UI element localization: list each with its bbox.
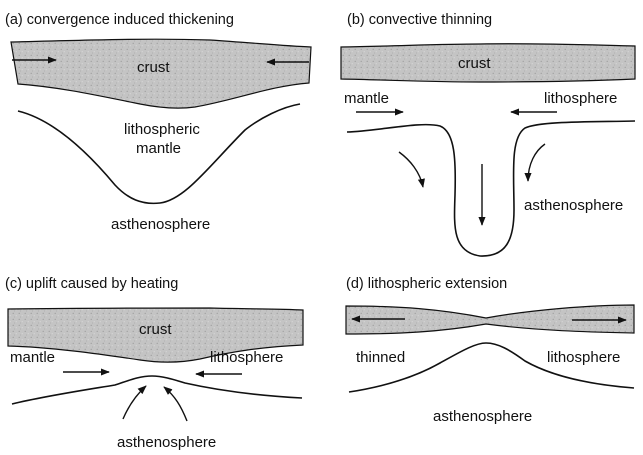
panel-c-lithosphere-label: lithosphere [210,349,283,366]
panel-c-left-upwelling-arrow [123,386,146,419]
panel-c-lithosphere-base-line [12,376,302,404]
panel-b-downwelling-line [347,121,635,256]
panel-b-right-flow-arrow [528,144,545,181]
panel-b-left-flow-arrow [399,152,423,187]
panel-b-lithosphere-label: lithosphere [544,90,617,107]
panel-b-mantle-label: mantle [344,90,389,107]
panel-d-asthenosphere-label: asthenosphere [433,408,532,425]
panel-c-title: (c) uplift caused by heating [5,276,178,292]
panel-c: (c) uplift caused by heating crust mantl… [5,276,303,451]
panel-a-crust-label: crust [137,59,170,76]
panel-c-right-upwelling-arrow [164,387,187,421]
panel-d: (d) lithospheric extension thinned litho… [346,276,634,425]
panel-c-crust-label: crust [139,321,172,338]
panel-b-asthenosphere-label: asthenosphere [524,197,623,214]
panel-b-title: (b) convective thinning [347,12,492,28]
panel-b-crust-label: crust [458,55,491,72]
panel-a-asthenosphere-label: asthenosphere [111,216,210,233]
panel-a-mantle-label: mantle [136,140,181,157]
panel-b: (b) convective thinning crust mantle lit… [341,12,635,256]
panel-a: (a) convergence induced thickening crust… [5,12,311,233]
panel-a-lithospheric-label: lithospheric [124,121,200,138]
panel-c-asthenosphere-label: asthenosphere [117,434,216,451]
panel-d-thinned-label: thinned [356,349,405,366]
panel-c-mantle-label: mantle [10,349,55,366]
panel-a-title: (a) convergence induced thickening [5,12,234,28]
panel-d-title: (d) lithospheric extension [346,276,507,292]
panel-d-lithosphere-label: lithosphere [547,349,620,366]
